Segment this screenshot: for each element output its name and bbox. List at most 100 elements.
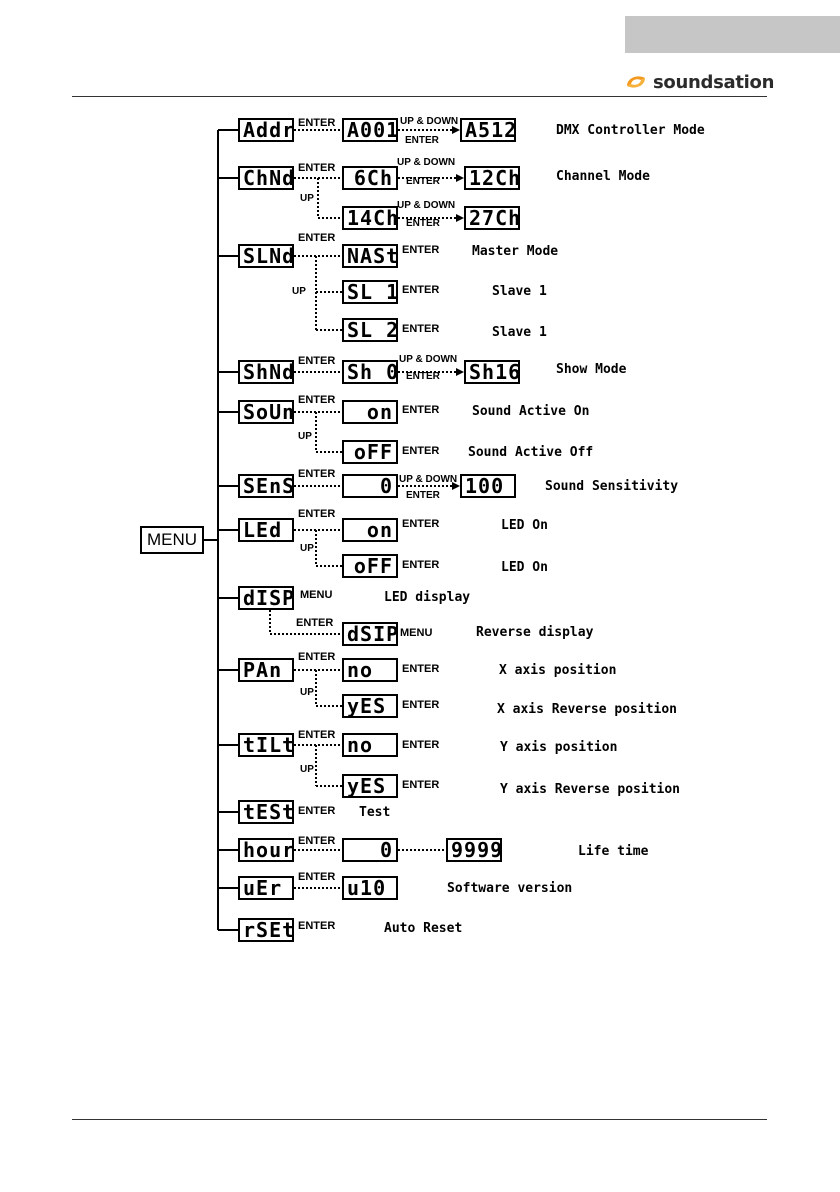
value-tilt-2: yES [342, 774, 398, 798]
enter-label: ENTER [298, 117, 336, 129]
value-pan-2: yES [342, 694, 398, 718]
desc-addr: DMX Controller Mode [556, 123, 705, 138]
enter-label: ENTER [298, 920, 336, 932]
max-hour: 9999 [446, 838, 502, 862]
max-addr: A512 [460, 118, 516, 142]
header-rule [72, 96, 767, 97]
up-label: UP [298, 431, 312, 442]
soundsation-logo-icon [627, 76, 645, 88]
value-chnd-2: 14Ch [342, 206, 398, 230]
desc-tilt: Y axis position [500, 740, 618, 755]
desc-soun: Sound Active On [472, 404, 590, 419]
up-down-label: UP & DOWN [397, 200, 456, 211]
enter-label: ENTER [406, 490, 440, 501]
desc-soun-2: Sound Active Off [468, 445, 594, 460]
value-soun-2: oFF [342, 440, 398, 464]
code-sens: SEnS [238, 474, 294, 498]
desc-pan-2: X axis Reverse position [497, 702, 678, 717]
max-chnd-2: 27Ch [464, 206, 520, 230]
enter-label: ENTER [402, 518, 440, 530]
code-rset: rSEt [238, 918, 294, 942]
code-soun: SoUn [238, 400, 294, 424]
desc-uer: Software version [447, 881, 573, 896]
enter-label: ENTER [298, 355, 336, 367]
value-chnd: 6Ch [342, 166, 398, 190]
enter-label: ENTER [402, 779, 440, 791]
value-led-2: oFF [342, 554, 398, 578]
max-shnd: Sh16 [464, 360, 520, 384]
enter-label: ENTER [406, 176, 440, 187]
up-down-label: UP & DOWN [397, 157, 456, 168]
value-slnd-2: SL 1 [342, 280, 398, 304]
code-pan: PAn [238, 658, 294, 682]
desc-disp: LED display [384, 590, 471, 605]
up-label: UP [300, 543, 314, 554]
value-shnd: Sh 0 [342, 360, 398, 384]
value-slnd: NASt [342, 244, 398, 268]
desc-tilt-2: Y axis Reverse position [500, 782, 681, 797]
desc-chnd: Channel Mode [556, 169, 650, 184]
up-label: UP [300, 687, 314, 698]
menu-label: MENU [400, 627, 433, 639]
desc-slnd-3: Slave 1 [492, 325, 547, 340]
enter-label: ENTER [402, 404, 440, 416]
enter-label: ENTER [402, 699, 440, 711]
up-down-label: UP & DOWN [400, 116, 459, 127]
enter-label: ENTER [298, 805, 336, 817]
code-tilt: tILt [238, 733, 294, 757]
value-disp-2: dSIP [342, 622, 398, 646]
enter-label: ENTER [298, 468, 336, 480]
up-label: UP [300, 193, 314, 204]
enter-label: ENTER [298, 651, 336, 663]
desc-slnd: Master Mode [472, 244, 559, 259]
menu-label: MENU [300, 589, 333, 601]
enter-label: ENTER [298, 508, 336, 520]
header-tab [625, 16, 840, 53]
desc-slnd-2: Slave 1 [492, 284, 547, 299]
brand-logo: soundsation [623, 70, 774, 94]
desc-sens: Sound Sensitivity [545, 479, 679, 494]
enter-label: ENTER [402, 284, 440, 296]
max-sens: 100 [460, 474, 516, 498]
enter-label: ENTER [406, 371, 440, 382]
value-addr: A001 [342, 118, 398, 142]
desc-rset: Auto Reset [384, 921, 463, 936]
code-chnd: ChNd [238, 166, 294, 190]
enter-label: ENTER [402, 559, 440, 571]
enter-label: ENTER [298, 835, 336, 847]
code-hour: hour [238, 838, 294, 862]
code-slnd: SLNd [238, 244, 294, 268]
value-sens: 0 [342, 474, 398, 498]
enter-label: ENTER [402, 739, 440, 751]
desc-pan: X axis position [499, 663, 617, 678]
code-led: LEd [238, 518, 294, 542]
value-led: on [342, 518, 398, 542]
footer-rule [72, 1119, 767, 1120]
enter-label: ENTER [406, 218, 440, 229]
menu-root-box: MENU [140, 526, 204, 554]
enter-label: ENTER [296, 617, 334, 629]
enter-label: ENTER [402, 445, 440, 457]
value-soun: on [342, 400, 398, 424]
up-down-label: UP & DOWN [399, 354, 458, 365]
desc-led: LED On [501, 518, 548, 533]
desc-shnd: Show Mode [556, 362, 627, 377]
code-uer: uEr [238, 876, 294, 900]
enter-label: ENTER [405, 135, 439, 146]
value-uer: u10 [342, 876, 398, 900]
enter-label: ENTER [298, 871, 336, 883]
max-chnd: 12Ch [464, 166, 520, 190]
code-shnd: ShNd [238, 360, 294, 384]
value-tilt: no [342, 733, 398, 757]
code-test: tESt [238, 800, 294, 824]
code-addr: Addr [238, 118, 294, 142]
enter-label: ENTER [298, 729, 336, 741]
value-slnd-3: SL 2 [342, 318, 398, 342]
enter-label: ENTER [298, 162, 336, 174]
desc-hour: Life time [578, 844, 649, 859]
code-disp: dISP [238, 586, 294, 610]
enter-label: ENTER [402, 323, 440, 335]
desc-disp-2: Reverse display [476, 625, 594, 640]
enter-label: ENTER [402, 663, 440, 675]
